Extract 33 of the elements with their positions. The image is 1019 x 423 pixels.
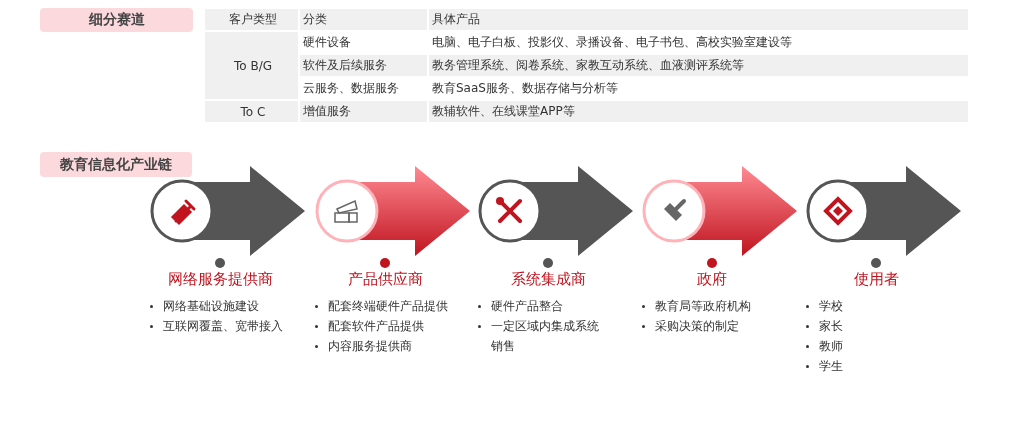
table-cell: 增值服务 [300, 101, 429, 122]
bullet-item: 一定区域内集成系统销售 [491, 319, 599, 353]
bullet-item: 教育局等政府机构 [655, 299, 751, 313]
stage-heading: 政府 [696, 270, 728, 289]
table-cell: 教务管理系统、阅卷系统、家教互动系统、血液测评系统等 [429, 55, 970, 76]
bullet-item: 学校 [819, 299, 843, 313]
bullet-item: 采购决策的制定 [655, 319, 739, 333]
stage-heading: 网络服务提供商 [166, 270, 274, 289]
table-cell: 教育SaaS服务、数据存储与分析等 [429, 78, 970, 99]
table-cell: 分类 [300, 9, 429, 30]
stage-heading: 系统集成商 [509, 270, 587, 289]
table-cell: 电脑、电子白板、投影仪、录播设备、电子书包、高校实验室建设等 [429, 32, 970, 53]
stage-heading: 产品供应商 [346, 270, 424, 289]
stage-heading: 使用者 [852, 270, 900, 289]
table-cell: To C [205, 101, 300, 122]
bullet-item: 网络基础设施建设 [163, 299, 259, 313]
bullet-item: 硬件产品整合 [491, 299, 563, 313]
section-tag: 教育信息化产业链 [40, 152, 192, 177]
table-cell: 硬件设备 [300, 32, 429, 53]
table-cell: 云服务、数据服务 [300, 78, 429, 99]
bullet-item: 教师 [819, 339, 843, 353]
bullet-item: 学生 [819, 359, 843, 373]
table-cell: 教辅软件、在线课堂APP等 [429, 101, 970, 122]
bullet-item: 配套软件产品提供 [328, 319, 424, 333]
section-tag: 细分赛道 [40, 8, 193, 32]
bullet-item: 家长 [819, 319, 843, 333]
table-cell: 软件及后续服务 [300, 55, 429, 76]
table-cell: To B/G [205, 32, 300, 99]
table-cell: 客户类型 [205, 9, 300, 30]
bullet-item: 互联网覆盖、宽带接入 [163, 319, 283, 333]
bullet-item: 配套终端硬件产品提供 [328, 299, 448, 313]
bullet-item: 内容服务提供商 [328, 339, 412, 353]
table-cell: 具体产品 [429, 9, 970, 30]
